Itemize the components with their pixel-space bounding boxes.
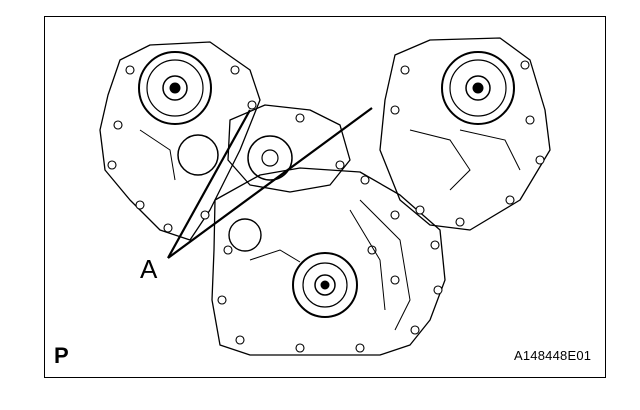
water-pump-housing xyxy=(227,104,351,193)
timing-cover xyxy=(211,167,446,356)
right-bank-cover xyxy=(379,37,551,231)
right-camshaft-sprocket xyxy=(441,51,515,125)
crankshaft-sprocket xyxy=(292,252,358,318)
water-pump-pulley xyxy=(247,135,293,181)
corner-code: P xyxy=(54,343,69,368)
left-bank-cover xyxy=(99,41,261,241)
figure-id: A148448E01 xyxy=(514,348,592,363)
callout-label-a: A xyxy=(140,254,158,284)
left-camshaft-sprocket xyxy=(138,51,212,125)
callout-leader-lines xyxy=(167,107,373,259)
bolt-heads xyxy=(107,60,545,353)
idler-pulley xyxy=(177,134,262,252)
